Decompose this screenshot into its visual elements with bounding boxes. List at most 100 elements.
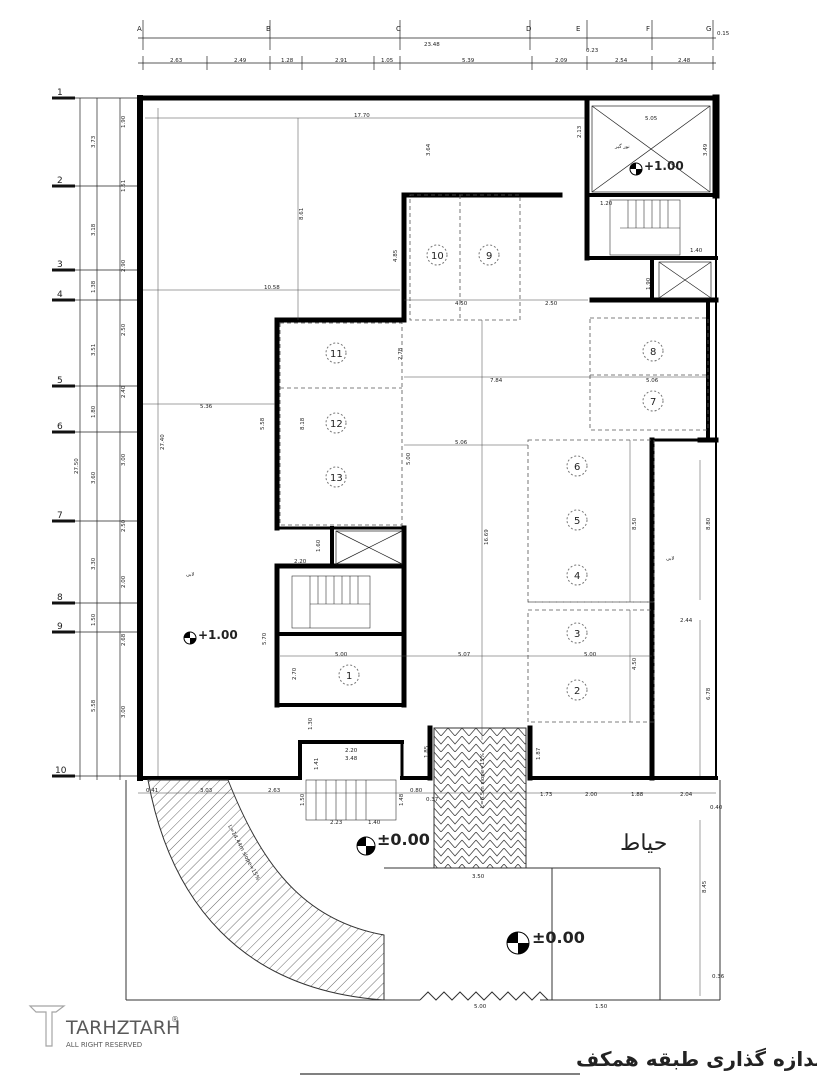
column-label-e: E [576, 25, 580, 33]
top-dim-9: 2.48 [678, 58, 691, 64]
top-dim-6: 5.39 [462, 58, 475, 64]
elevation-markers: +1.00 +1.00 ±0.00 ±0.00 [183, 159, 684, 955]
left-inner-dim-7: 2.50 [121, 519, 127, 532]
dim-2-23: 2.23 [330, 820, 343, 826]
left-dimension-lines [55, 97, 140, 780]
dim-1-50: 1.50 [300, 793, 306, 806]
dim-5-00a: 5.00 [335, 652, 348, 658]
parking-number-6: 6 [574, 462, 580, 473]
yard-label: حیاط [620, 831, 667, 856]
page-title: پلان اندازه گذاری طبقه همکف [576, 1047, 817, 1072]
dim-2-78: 2.78 [398, 347, 404, 360]
dim-5-07: 5.07 [458, 652, 471, 658]
dim-1-73: 1.73 [540, 792, 553, 798]
parking-number-7: 7 [650, 397, 656, 408]
left-outer-dim-8: 1.50 [91, 613, 97, 626]
top-dimension-lines [138, 20, 716, 70]
elevation-marker-upper-right: +1.00 [629, 159, 684, 176]
dim-8-61: 8.61 [299, 208, 305, 220]
elevation-yard-mid-text: ±0.00 [377, 830, 430, 849]
dim-1-40b: 1.40 [368, 820, 381, 826]
dim-3-64: 3.64 [426, 143, 432, 156]
row-label-6: 6 [57, 422, 63, 432]
dim-0-37: 0.37 [426, 797, 439, 803]
watermark-mark: ® [171, 1015, 179, 1024]
dim-4-50a: 4.50 [455, 301, 468, 307]
parking-number-4: 4 [574, 571, 580, 582]
parking-number-3: 3 [574, 629, 580, 640]
watermark-sub: ALL RIGHT RESERVED [66, 1041, 142, 1049]
dim-0-40: 0.40 [710, 805, 723, 811]
dim-3-48: 3.48 [345, 756, 358, 762]
parking-number-12: 12 [330, 419, 343, 430]
parking-number-11: 11 [330, 349, 343, 360]
left-inner-dims: 1.90 1.51 2.90 2.50 2.40 3.00 2.50 2.00 … [121, 115, 127, 718]
dim-7-84: 7.84 [490, 378, 503, 384]
dim-4-50b: 4.50 [632, 657, 638, 670]
row-label-8: 8 [57, 593, 63, 603]
dim-4-85: 4.85 [393, 249, 399, 262]
inner-dimensions [138, 108, 716, 996]
parking-stalls [279, 194, 709, 723]
top-dim-8: 2.54 [615, 58, 628, 64]
top-dim-5: 1.05 [381, 58, 394, 64]
elevation-left-text: +1.00 [198, 628, 238, 642]
straight-ramp [433, 727, 527, 869]
column-label-d: D [526, 25, 531, 33]
dim-5-06b: 5.06 [455, 440, 468, 446]
dim-2-20b: 2.20 [345, 748, 358, 754]
dim-1-50b: 1.50 [595, 1004, 608, 1010]
row-label-3: 3 [57, 260, 63, 270]
left-outer-dim-7: 3.30 [91, 557, 97, 570]
dim-2-44: 2.44 [680, 618, 693, 624]
top-dim-7: 2.09 [555, 58, 568, 64]
dim-16-69: 16.69 [484, 529, 490, 545]
left-outer-dim-1: 3.73 [91, 135, 97, 148]
dim-1-60: 1.60 [316, 539, 322, 552]
watermark-logo: TARHZTARH ALL RIGHT RESERVED ® [28, 1005, 180, 1049]
dim-1-20: 1.20 [600, 201, 613, 207]
dim-2-04: 2.04 [680, 792, 693, 798]
dim-5-36: 5.36 [200, 404, 213, 410]
dim-1-87: 1.87 [536, 747, 542, 760]
dim-3-49: 3.49 [703, 143, 709, 156]
dim-0-80: 0.80 [410, 788, 423, 794]
top-total-right-dim: 0.23 [586, 48, 599, 54]
dim-8-80: 8.80 [706, 517, 712, 530]
left-inner-dim-1: 1.90 [121, 115, 127, 128]
left-outer-dims: 3.73 3.18 1.38 3.51 1.80 3.60 3.30 1.50 … [91, 135, 97, 712]
dim-5-00c: 5.00 [474, 1004, 487, 1010]
left-inner-dim-10: 3.00 [121, 705, 127, 718]
row-label-9: 9 [57, 622, 63, 632]
dim-1-40: 1.40 [690, 248, 703, 254]
dim-2-20: 2.20 [294, 559, 307, 565]
top-dim-4: 2.91 [335, 58, 347, 64]
column-labels: A B C D E F G [137, 25, 711, 33]
elevation-marker-yard-mid: ±0.00 [356, 830, 430, 856]
left-outer-dim-2: 3.18 [91, 223, 97, 236]
dim-3-03: 3.03 [200, 788, 213, 794]
top-dim-2: 2.49 [234, 58, 247, 64]
left-inner-dim-8: 2.00 [121, 575, 127, 588]
dim-5-06: 5.06 [646, 378, 659, 384]
left-inner-dim-6: 3.00 [121, 453, 127, 466]
column-label-c: C [396, 25, 401, 33]
parking-number-5: 5 [574, 516, 580, 527]
left-outer-dim-6: 3.60 [91, 471, 97, 484]
elevation-marker-yard-big: ±0.00 [506, 928, 585, 955]
dim-5-70: 5.70 [262, 632, 268, 645]
elevation-upper-right-text: +1.00 [644, 159, 684, 173]
row-markers [52, 96, 75, 778]
room-label-light-well: نور گیر [614, 143, 630, 150]
column-label-a: A [137, 25, 142, 33]
dim-5-00-vertical: 5.00 [406, 452, 412, 465]
left-inner-dim-2: 1.51 [121, 180, 127, 192]
left-outer-dim-4: 3.51 [91, 344, 97, 356]
left-total-dim: 27.50 [74, 458, 80, 474]
elevator-shaft [335, 261, 712, 565]
column-label-g: G [706, 25, 711, 33]
dim-6-78: 6.78 [706, 687, 712, 700]
elevation-marker-left: +1.00 [183, 628, 238, 645]
row-labels: 1 2 3 4 5 6 7 8 9 10 [55, 88, 67, 776]
top-dim-3: 1.28 [281, 58, 294, 64]
